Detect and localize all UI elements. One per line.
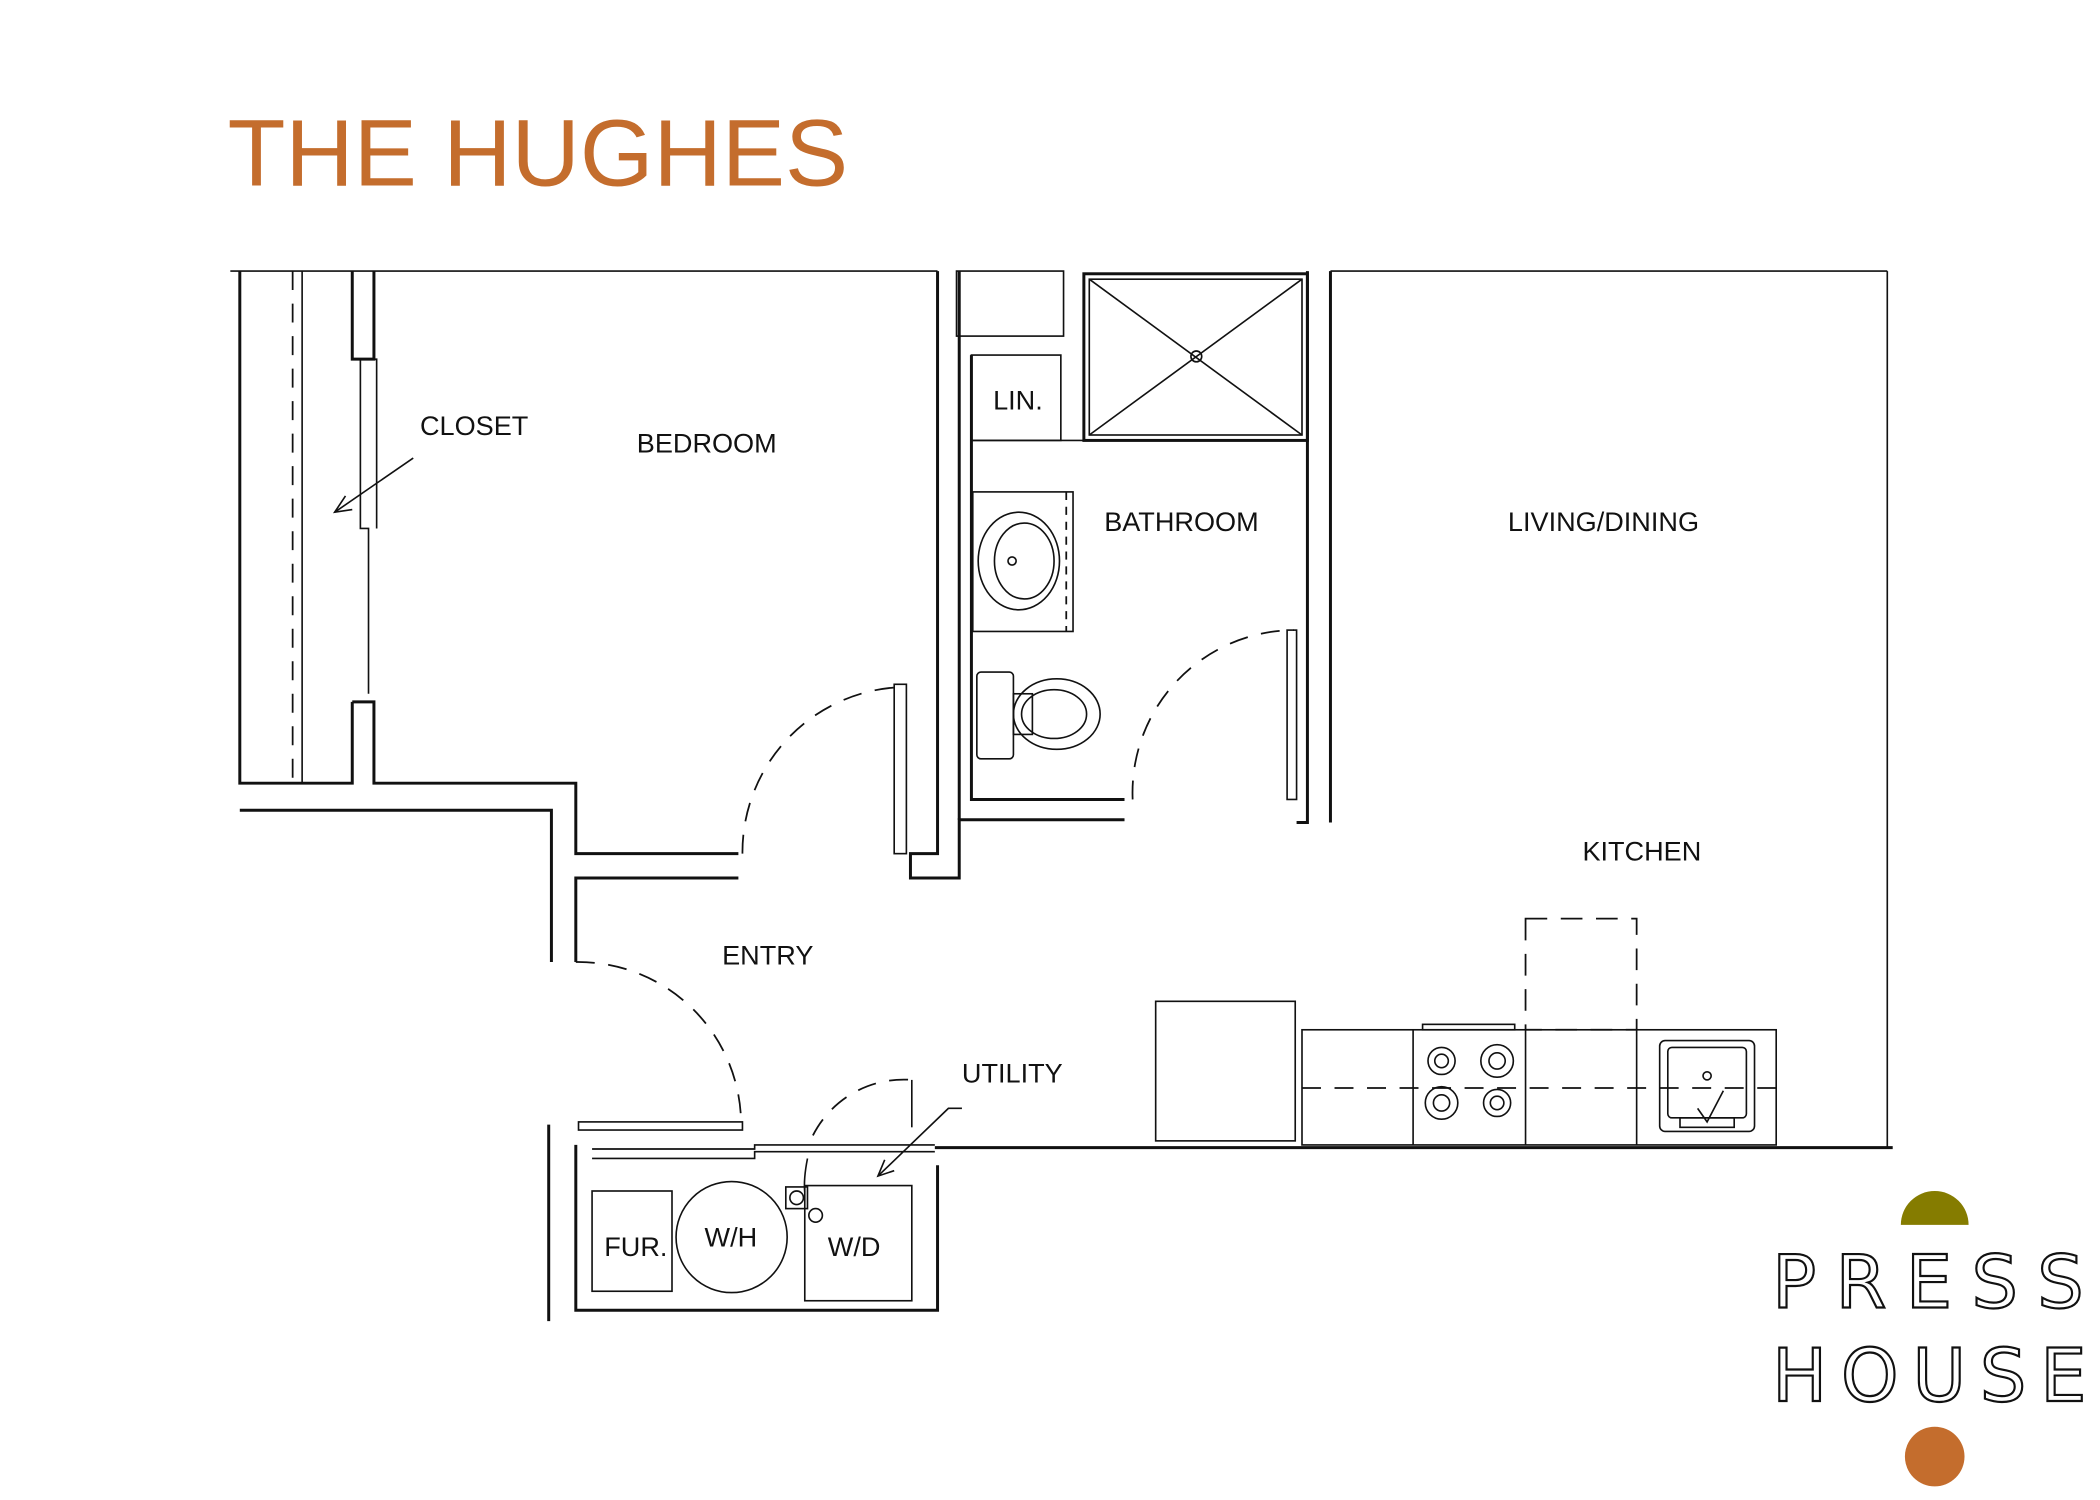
kitchen-sink <box>1658 1039 1756 1133</box>
bathroom-fixtures <box>955 270 1309 760</box>
shower <box>1082 272 1309 442</box>
drain-icon <box>1190 350 1203 363</box>
plan-title: THE HUGHES <box>228 101 849 207</box>
label-linen: LIN. <box>993 384 1043 415</box>
closet-arrow-icon <box>334 457 414 513</box>
stove-burners <box>1424 1043 1515 1121</box>
furnace <box>591 1190 673 1293</box>
label-utility: UTILITY <box>962 1058 1063 1089</box>
washer-dryer <box>803 1184 913 1302</box>
doors <box>575 629 1298 1193</box>
walls <box>230 270 1893 1322</box>
kitchen-fixtures <box>1154 917 1778 1146</box>
label-living-dining: LIVING/DINING <box>1508 506 1699 537</box>
room-labels: CLOSET BEDROOM LIN. BATHROOM LIVING/DINI… <box>420 384 1701 1262</box>
vanity-sink <box>971 491 1074 633</box>
label-furnace: FUR. <box>604 1231 667 1262</box>
logo-line1: PRESS <box>1772 1241 2084 1326</box>
label-entry: ENTRY <box>722 940 813 971</box>
label-washer-dryer: W/D <box>828 1231 881 1262</box>
label-water-heater: W/H <box>705 1222 758 1253</box>
logo-circle <box>1904 1426 1965 1487</box>
dishwasher-open <box>1524 917 1638 1031</box>
label-kitchen: KITCHEN <box>1582 835 1701 866</box>
label-bathroom: BATHROOM <box>1104 506 1258 537</box>
utility-arrow-icon <box>877 1107 962 1177</box>
water-heater <box>675 1180 788 1294</box>
logo-semicircle <box>1900 1191 1969 1225</box>
storage-box <box>955 270 1065 337</box>
arrows <box>332 457 962 1178</box>
label-closet: CLOSET <box>420 410 528 441</box>
toilet <box>976 671 1101 760</box>
logo-line2: HOUSE <box>1772 1334 2086 1419</box>
press-house-logo: PRESS HOUSE <box>1771 1191 2088 1487</box>
utility-fixtures <box>591 1180 913 1302</box>
refrigerator <box>1154 1000 1297 1142</box>
label-bedroom: BEDROOM <box>637 428 777 459</box>
